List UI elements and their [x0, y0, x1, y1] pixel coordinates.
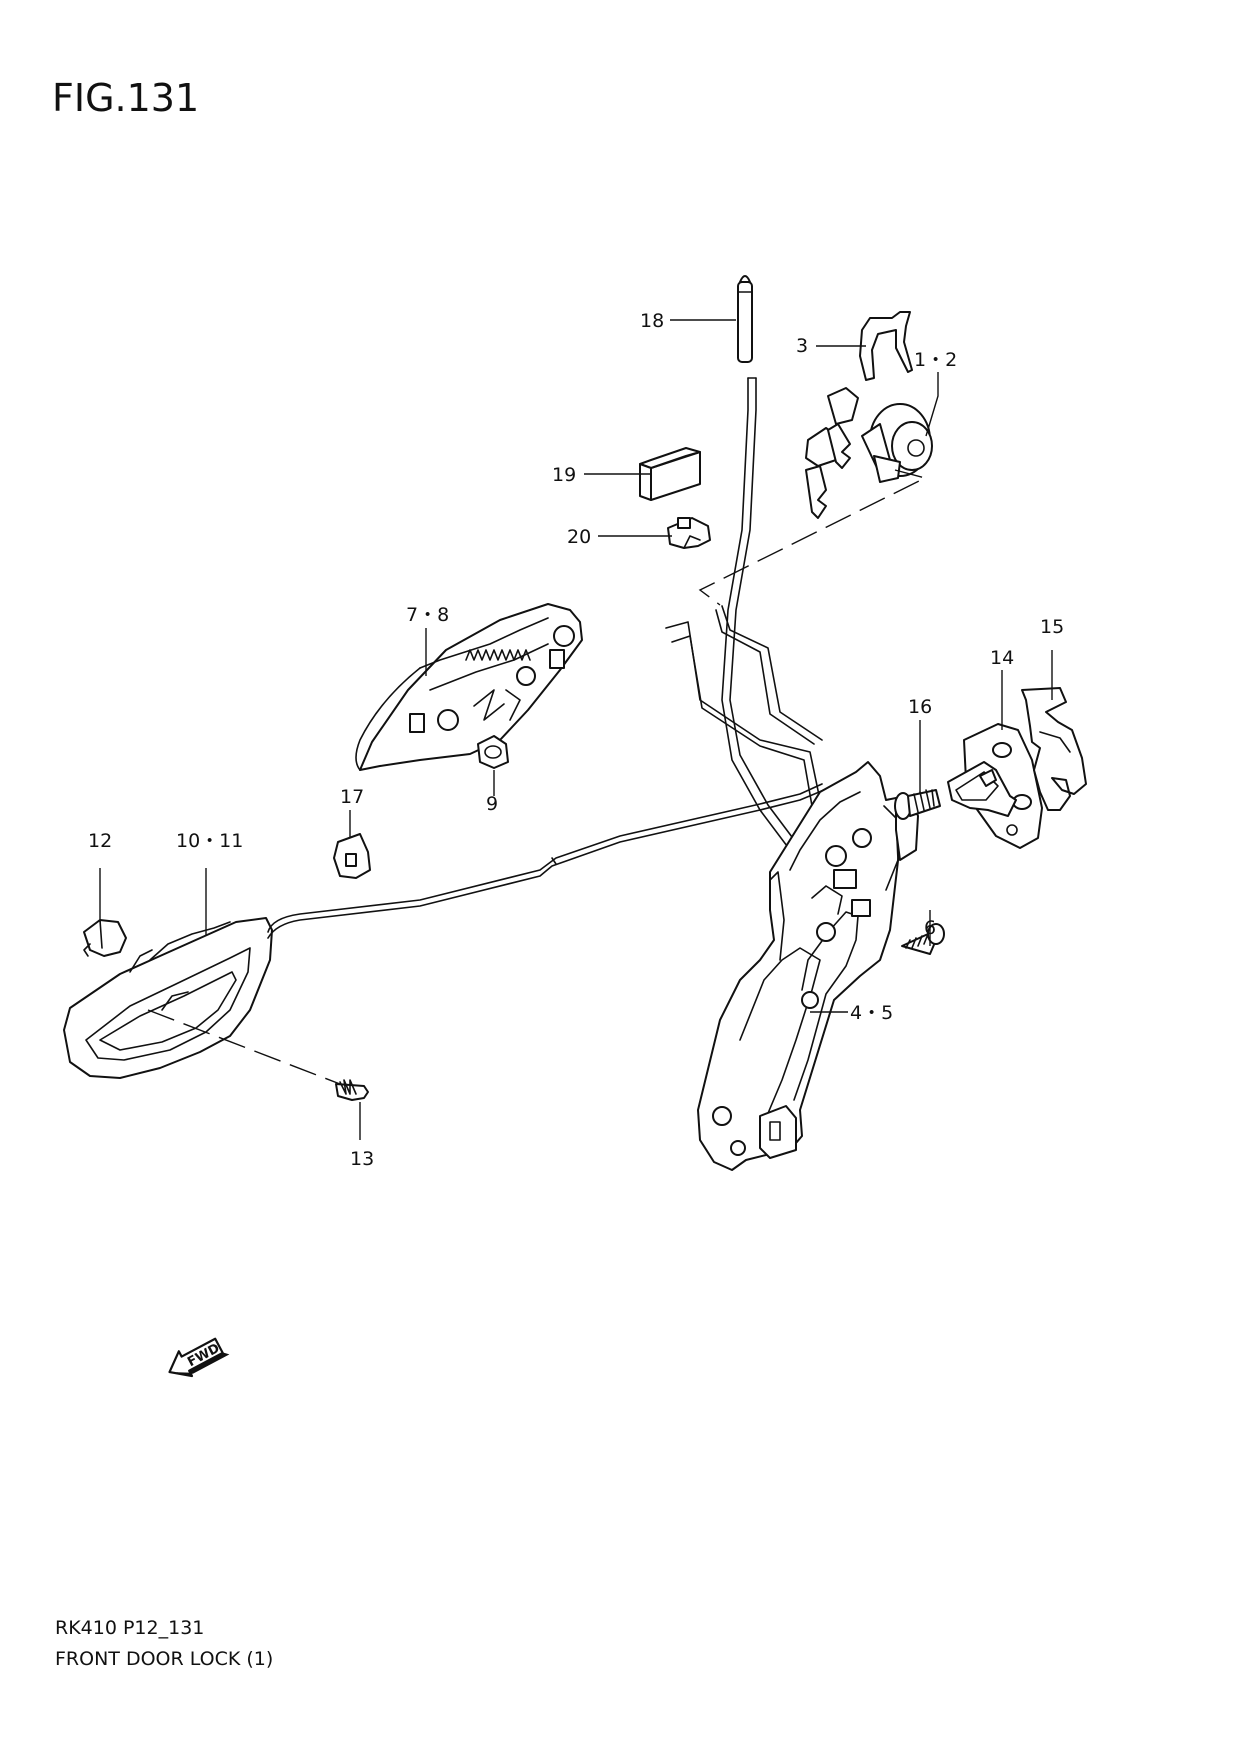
callout-3: 3 [796, 335, 808, 357]
callout-7-8: 7・8 [406, 604, 449, 626]
inside-handle-cable [267, 783, 825, 939]
part-4-5-door-lock-assembly [697, 761, 919, 1171]
callout-14: 14 [990, 647, 1014, 669]
part-12-cap [83, 919, 127, 957]
callout-18: 18 [640, 310, 664, 332]
callout-10-11: 10・11 [176, 830, 243, 852]
callout-13: 13 [350, 1148, 374, 1170]
part-13-screw [335, 1079, 369, 1101]
callout-17: 17 [340, 786, 364, 808]
part-9-nut [477, 735, 509, 769]
callout-16: 16 [908, 696, 932, 718]
part-16-screw [894, 789, 941, 820]
figure-model-code: RK410 P12_131 [55, 1617, 205, 1639]
callout-20: 20 [567, 526, 591, 548]
part-7-8-outside-handle [355, 603, 583, 771]
fwd-direction-arrow: FWD [168, 1337, 230, 1378]
part-19-pad [639, 447, 701, 501]
leader-lines [99, 319, 1053, 1140]
part-6-screw [901, 923, 945, 955]
part-18-lock-rod [721, 275, 799, 851]
callout-4-5: 4・5 [850, 1002, 893, 1024]
part-3-cylinder-retainer [859, 311, 913, 381]
callout-19: 19 [552, 464, 576, 486]
callout-labels: 18 3 1・2 19 20 7・8 15 14 16 9 17 12 10・1… [88, 310, 1064, 1170]
callout-15: 15 [1040, 616, 1064, 638]
figure-title: FIG.131 [52, 76, 200, 120]
part-15-striker-shim [1021, 687, 1087, 811]
part-20-rod-clip [667, 517, 711, 549]
callout-6: 6 [924, 917, 936, 939]
part-1-2-key-cylinder [805, 387, 933, 519]
figure-name: FRONT DOOR LOCK (1) [55, 1648, 274, 1670]
part-17-cable-clip [333, 833, 371, 879]
part-14-door-striker [947, 723, 1043, 849]
callout-9: 9 [486, 793, 498, 815]
callout-12: 12 [88, 830, 112, 852]
callout-1-2: 1・2 [914, 349, 957, 371]
